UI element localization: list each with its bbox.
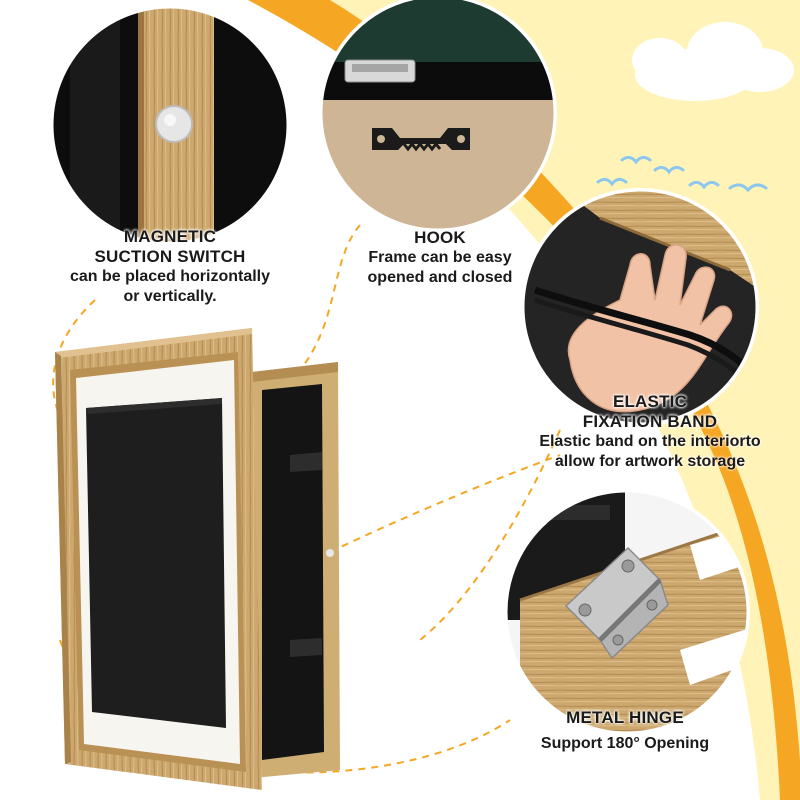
art-frame (55, 328, 340, 790)
feature-title: SUCTION SWITCH (94, 247, 246, 266)
feature-title: MAGNETIC (123, 227, 217, 246)
feature-description: Frame can be easy (368, 249, 512, 266)
magnet-icon (52, 7, 288, 243)
feature-title: FIXATION BAND (582, 412, 718, 431)
feature-magnetic-switch: MAGNETIC SUCTION SWITCH can be placed ho… (20, 227, 320, 307)
feature-hook: HOOK Frame can be easy opened and closed (330, 228, 550, 288)
elastic-band-icon (523, 190, 757, 424)
feature-description: opened and closed (367, 269, 513, 286)
cloud-icon (632, 22, 794, 101)
hinge-icon (506, 491, 748, 733)
feature-description: Elastic band on the interiorto (539, 433, 761, 450)
feature-description: can be placed horizontally (69, 268, 271, 285)
feature-description: Support 180° Opening (540, 735, 710, 752)
feature-description: allow for artwork storage (554, 453, 746, 470)
feature-title: METAL HINGE (566, 708, 684, 727)
feature-description: or vertically. (123, 288, 217, 305)
feature-title: ELASTIC (612, 392, 688, 411)
feature-metal-hinge: METAL HINGE Support 180° Opening (500, 708, 750, 754)
bird-icon (596, 155, 768, 193)
feature-elastic-band: ELASTIC FIXATION BAND Elastic band on th… (505, 392, 795, 472)
feature-title: HOOK (414, 228, 466, 247)
